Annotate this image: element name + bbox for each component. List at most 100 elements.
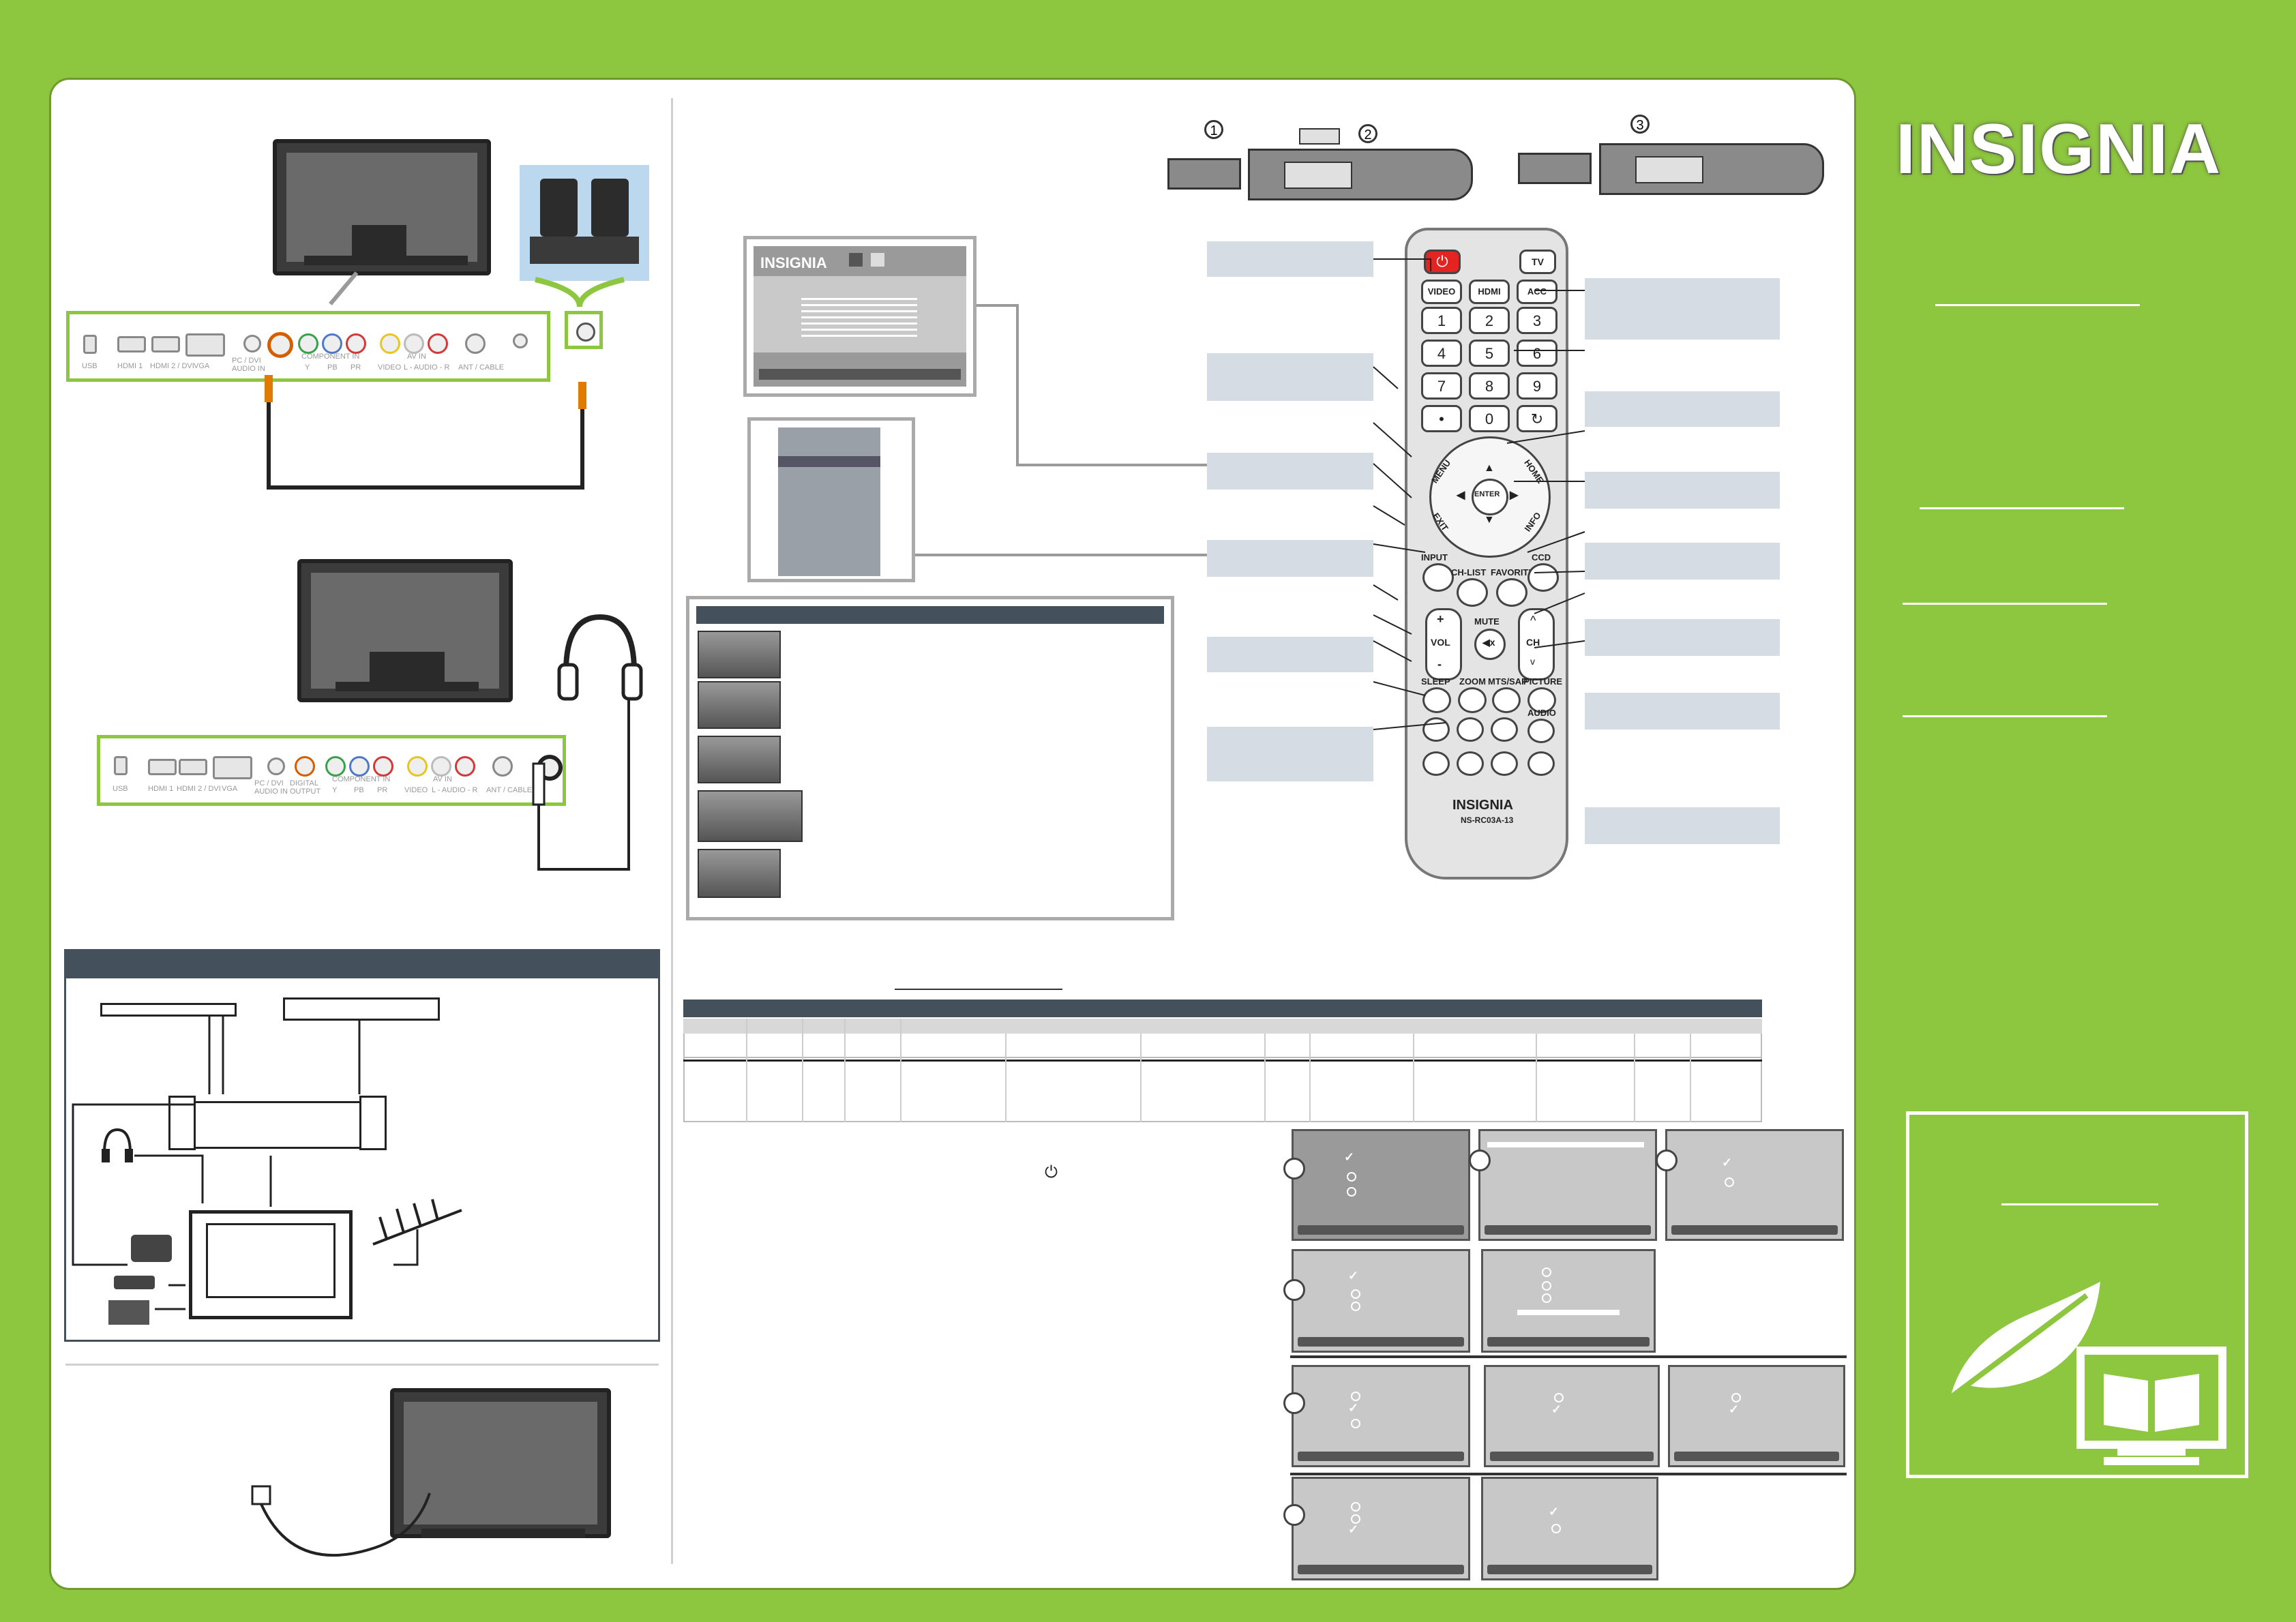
screen-marker-3 bbox=[1656, 1150, 1678, 1171]
port2-label-component: COMPONENT IN bbox=[332, 775, 391, 783]
antenna-icon bbox=[372, 1199, 462, 1266]
diagram-headphones-icon bbox=[102, 1128, 133, 1162]
port2-label-pr: PR bbox=[377, 786, 388, 794]
system-diagram-header bbox=[66, 951, 658, 978]
port-label-hdmi1: HDMI 1 bbox=[117, 362, 143, 370]
table-subheader bbox=[683, 1019, 1762, 1034]
right-arrow-icon[interactable]: ▶ bbox=[1510, 490, 1519, 501]
callout-picture bbox=[1585, 693, 1780, 730]
mute-icon: ◀x bbox=[1482, 637, 1495, 648]
hdmi-button[interactable]: HDMI bbox=[1469, 280, 1510, 304]
digit-5-button[interactable]: 5 bbox=[1469, 340, 1510, 367]
port-label-pc-audio: PC / DVI AUDIO IN bbox=[232, 357, 265, 373]
ch-list-button[interactable] bbox=[1457, 578, 1488, 607]
sleep-button[interactable] bbox=[1422, 687, 1451, 713]
table-col-6 bbox=[1140, 1034, 1142, 1122]
step-3-marker: 3 bbox=[1630, 115, 1650, 134]
digit-3-button[interactable]: 3 bbox=[1517, 307, 1557, 334]
favorite-button[interactable] bbox=[1496, 578, 1527, 607]
tv-back-top bbox=[273, 139, 491, 275]
port2-label-digital: DIGITAL OUTPUT bbox=[290, 779, 321, 796]
ch-down-label: v bbox=[1530, 656, 1535, 667]
zoom-label: ZOOM bbox=[1459, 676, 1486, 687]
digit-4-button[interactable]: 4 bbox=[1421, 340, 1462, 367]
setup-screen-8: ✓ bbox=[1668, 1365, 1845, 1467]
port-label-pr: PR bbox=[351, 363, 361, 372]
ccd-button[interactable] bbox=[1527, 563, 1559, 592]
video-button[interactable]: VIDEO bbox=[1421, 280, 1462, 304]
mts-sap-button[interactable] bbox=[1492, 687, 1521, 713]
tv-back-middle bbox=[297, 559, 513, 702]
recall-button[interactable]: ↻ bbox=[1517, 405, 1557, 432]
osd-frame: INSIGNIA bbox=[743, 236, 976, 397]
volume-rocker[interactable] bbox=[1425, 608, 1462, 680]
dash-button[interactable]: • bbox=[1421, 405, 1462, 432]
ccd-label: CCD bbox=[1532, 552, 1551, 562]
table-header-bar bbox=[683, 1000, 1762, 1017]
picture-modes-box bbox=[686, 596, 1174, 920]
digit-9-button[interactable]: 9 bbox=[1517, 372, 1557, 400]
down-arrow-icon[interactable]: ▼ bbox=[1484, 514, 1495, 526]
laptop-icon bbox=[108, 1300, 149, 1325]
receiver-port-box bbox=[565, 311, 603, 349]
callout-home bbox=[1585, 472, 1780, 509]
port2-label-y: Y bbox=[332, 786, 338, 794]
zoom-button[interactable] bbox=[1458, 687, 1487, 713]
fast-forward-button[interactable] bbox=[1457, 751, 1484, 776]
digit-6-button[interactable]: 6 bbox=[1517, 340, 1557, 367]
setup-screen-3: ✓ bbox=[1665, 1129, 1844, 1241]
audio-button[interactable] bbox=[1527, 719, 1555, 743]
port2-label-pc-audio: PC / DVI AUDIO IN bbox=[254, 779, 288, 796]
sidebar-rule-3 bbox=[1903, 603, 2107, 605]
next-button[interactable] bbox=[1527, 751, 1555, 776]
digit-0-button[interactable]: 0 bbox=[1469, 405, 1510, 432]
input-label: INPUT bbox=[1421, 552, 1448, 562]
up-arrow-icon[interactable]: ▲ bbox=[1484, 462, 1495, 474]
digit-2-button[interactable]: 2 bbox=[1469, 307, 1510, 334]
picture-button[interactable] bbox=[1527, 687, 1556, 713]
step-2-marker: 2 bbox=[1358, 124, 1377, 143]
headphones-icon bbox=[557, 614, 643, 701]
enter-button[interactable] bbox=[1472, 479, 1508, 515]
port2-label-video: VIDEO bbox=[404, 786, 428, 794]
recall-icon: ↻ bbox=[1530, 410, 1544, 427]
pause-button[interactable] bbox=[1457, 717, 1484, 742]
input-button[interactable] bbox=[1422, 563, 1454, 592]
port-label-audio: L - AUDIO - R bbox=[404, 363, 450, 372]
remote-back-2 bbox=[1599, 143, 1824, 195]
diagram-tv bbox=[189, 1210, 353, 1319]
port2-label-hdmi1: HDMI 1 bbox=[148, 785, 174, 793]
vol-minus-label: - bbox=[1437, 657, 1442, 671]
left-arrow-icon[interactable]: ◀ bbox=[1457, 490, 1465, 501]
mute-button[interactable] bbox=[1474, 629, 1506, 660]
ch-list-label: CH-LIST bbox=[1451, 567, 1487, 577]
brand-logo: INSIGNIA bbox=[1896, 110, 2222, 189]
stop-button[interactable] bbox=[1491, 717, 1518, 742]
tv-port-panel-top: USB HDMI 1 HDMI 2 / DVI VGA PC / DVI AUD… bbox=[66, 311, 550, 382]
screens-divider-1 bbox=[1290, 1355, 1847, 1358]
headphone-cable bbox=[532, 700, 630, 871]
setup-screen-2 bbox=[1478, 1129, 1657, 1241]
tv-button[interactable]: TV bbox=[1519, 250, 1556, 274]
port-label-video: VIDEO bbox=[378, 363, 402, 372]
screen-marker-2 bbox=[1469, 1150, 1491, 1171]
play-button[interactable] bbox=[1422, 717, 1450, 742]
rewind-button[interactable] bbox=[1422, 751, 1450, 776]
osd-list-frame bbox=[747, 417, 915, 582]
previous-button[interactable] bbox=[1491, 751, 1518, 776]
digit-1-button[interactable]: 1 bbox=[1421, 307, 1462, 334]
channel-rocker[interactable] bbox=[1518, 608, 1555, 680]
callout-zoom bbox=[1207, 727, 1373, 781]
callout-vol bbox=[1207, 637, 1373, 672]
table-row-line-2 bbox=[683, 1060, 1762, 1062]
eco-box-rule bbox=[2001, 1203, 2158, 1205]
screen-marker-6 bbox=[1283, 1504, 1305, 1526]
table-col-2 bbox=[802, 1019, 803, 1122]
digit-8-button[interactable]: 8 bbox=[1469, 372, 1510, 400]
tv-back-bottom bbox=[390, 1388, 611, 1538]
table-title-rule bbox=[895, 989, 1062, 990]
digit-7-button[interactable]: 7 bbox=[1421, 372, 1462, 400]
acc-button[interactable]: ACC bbox=[1517, 280, 1557, 304]
screen-marker-1 bbox=[1283, 1158, 1305, 1180]
step-1-marker: 1 bbox=[1204, 120, 1223, 139]
